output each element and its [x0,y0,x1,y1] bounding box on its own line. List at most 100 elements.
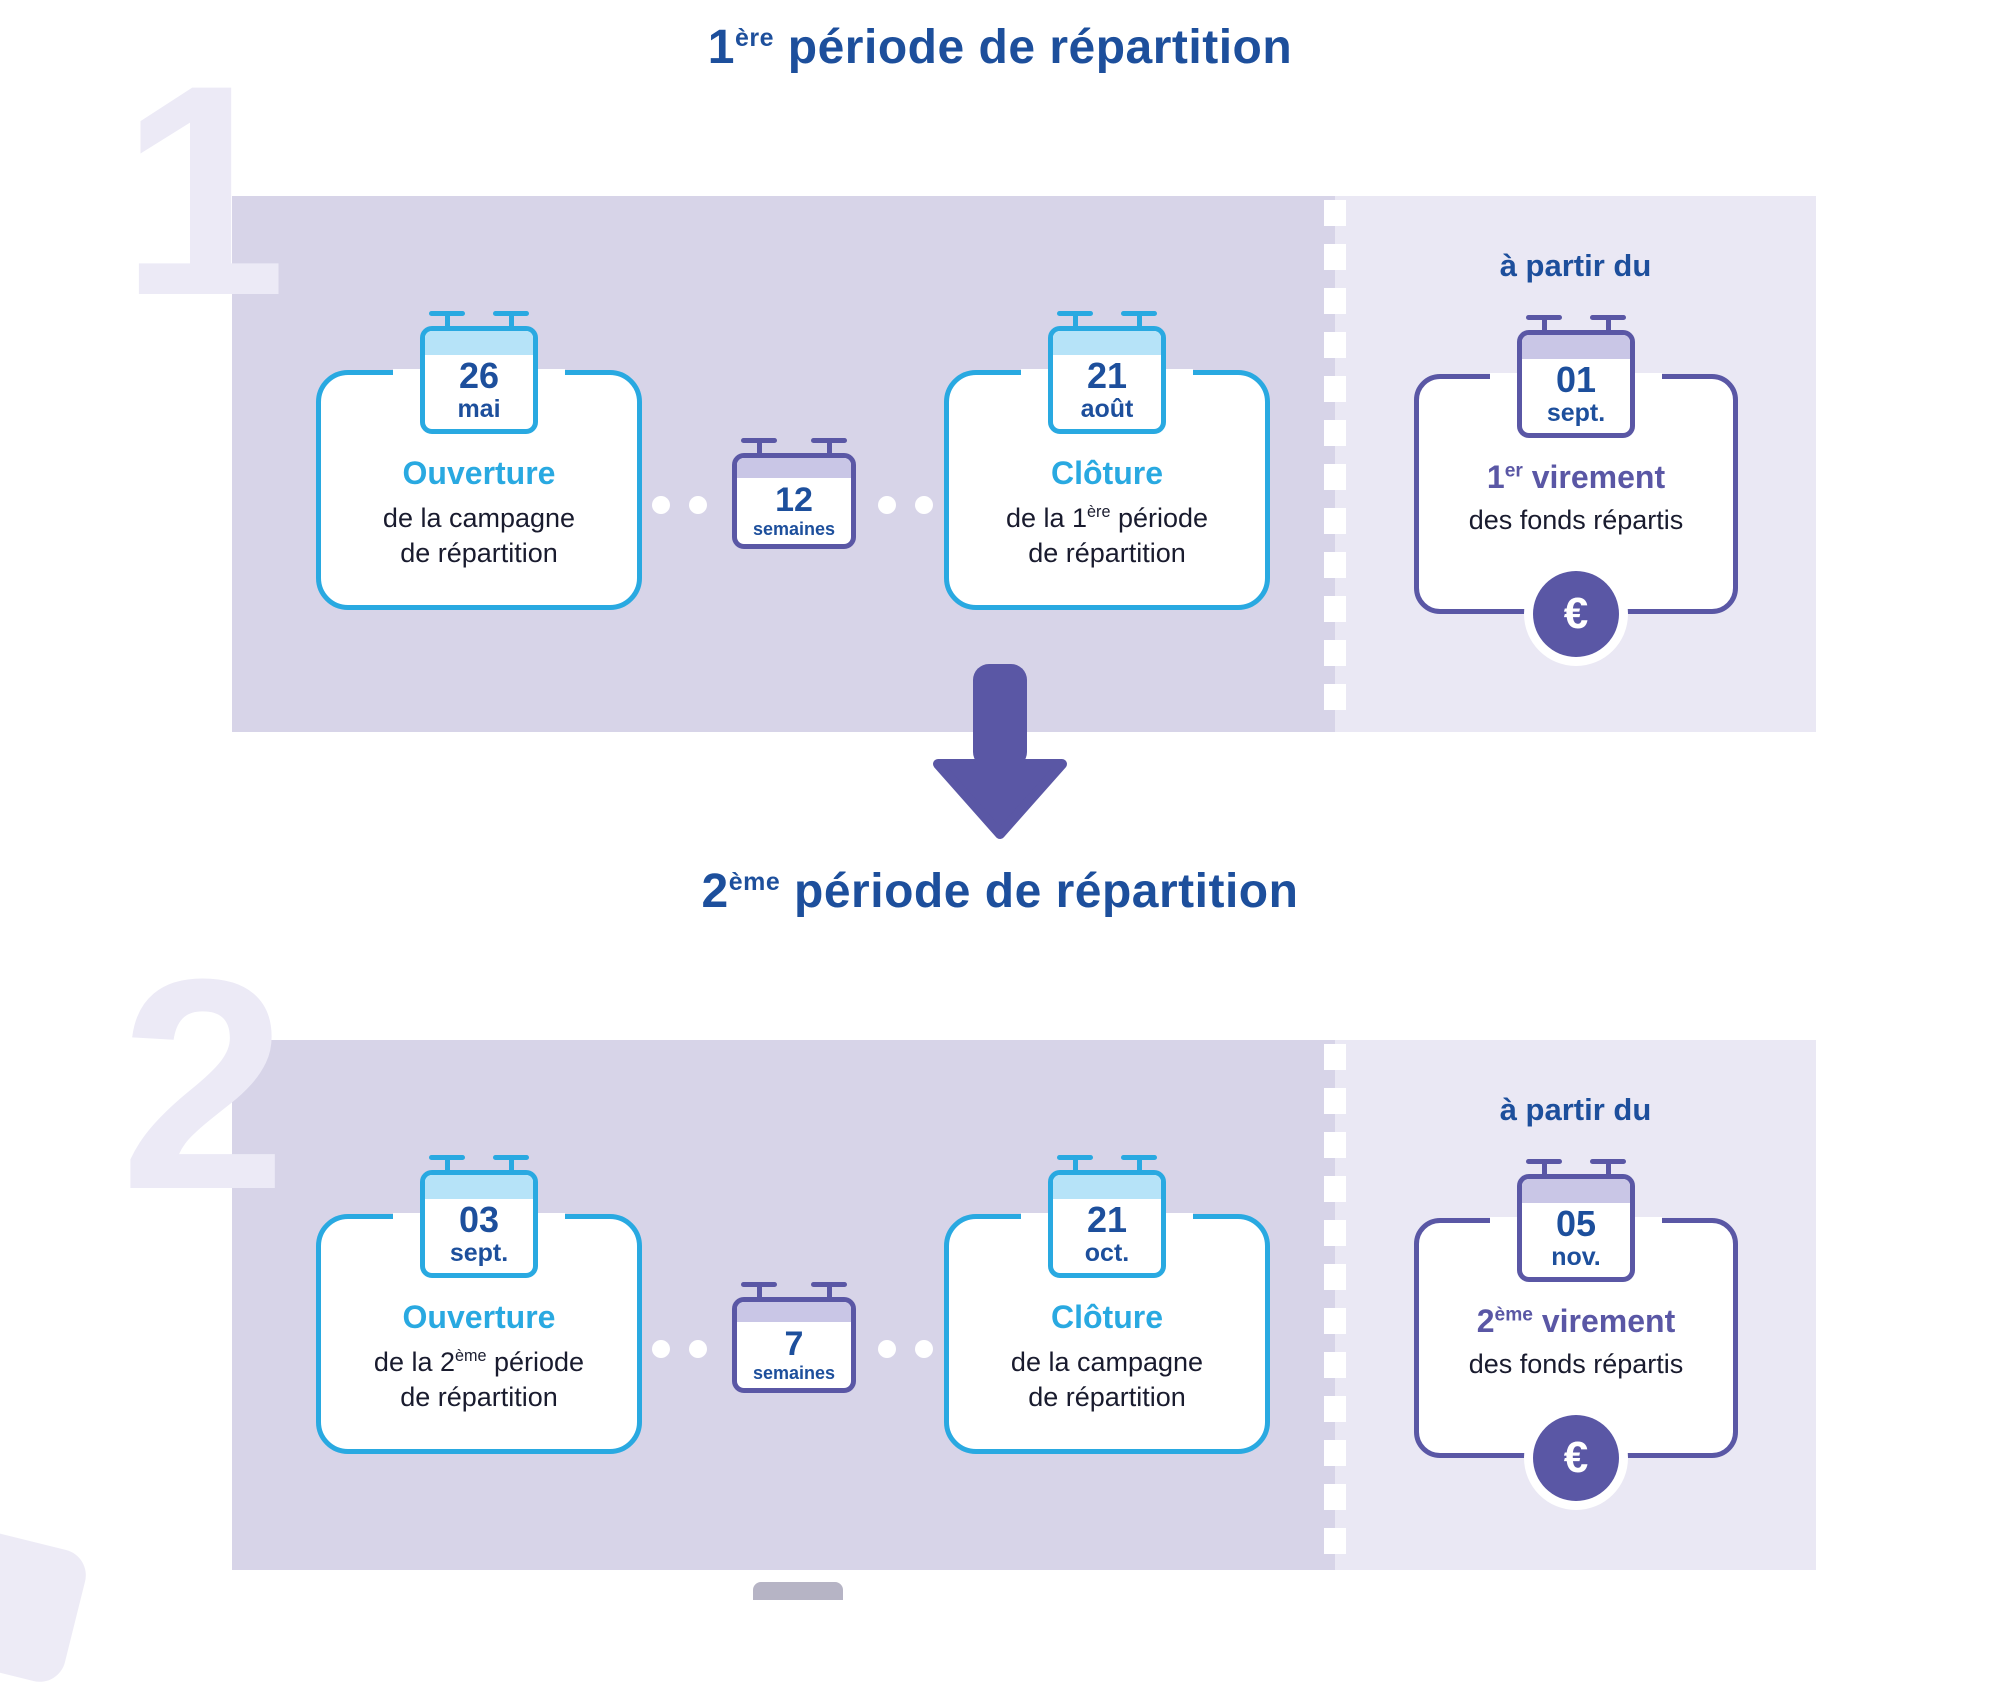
calendar-band [1522,335,1630,359]
calendar-band [1053,331,1161,355]
closing-description: de la campagne de répartition [949,1345,1265,1414]
period-title: 2ème période de répartition [0,864,2000,919]
closing-heading: Clôture [1051,1299,1163,1335]
euro-icon: € [1533,1415,1619,1501]
calendar-day: 21 [1086,1199,1128,1240]
infographic-canvas: { "colors": { "title_blue": "#1d4f9c", "… [0,20,2000,1687]
calendar-month: sept. [1546,398,1606,427]
calendar-day: 05 [1555,1203,1597,1244]
title-text: période de répartition [780,865,1299,918]
opening-heading: Ouverture [402,455,556,491]
payout-number: 2 [1476,1303,1495,1339]
payout-description: des fonds répartis [1468,1349,1684,1379]
opening-heading: Ouverture [402,1299,556,1335]
calendar-ring-icon [493,311,529,336]
calendar-body: 26 mai [420,326,538,434]
calendar-ring-icon [429,1155,465,1180]
description-line1: de la campagne [383,503,575,533]
opening-card-text: Ouverture de la 2ème période de répartit… [321,1299,637,1414]
payout-calendar-icon: 05 nov. [1517,1159,1635,1282]
duration-value: 12 [775,481,813,519]
calendar-day: 01 [1555,359,1597,400]
closing-description: de la 1ère période de répartition [949,501,1265,570]
title-ordinal-suffix: ère [734,24,774,52]
calendar-band [425,331,533,355]
calendar-month: nov. [1551,1242,1601,1271]
closing-heading: Clôture [1051,455,1163,491]
dashed-divider [1324,1044,1346,1566]
period-panels: 26 mai Ouverture de la campagne de répar… [232,196,1816,732]
calendar-day: 26 [458,355,500,396]
opening-description: de la 2ème période de répartition [321,1345,637,1414]
payout-calendar-icon: 01 sept. [1517,315,1635,438]
calendar-day: 03 [458,1199,500,1240]
title-number: 2 [701,865,729,918]
description-line2: de répartition [1028,1381,1186,1412]
payout-card: 01 sept. 1er virement des fonds répartis… [1414,315,1738,657]
down-arrow-icon [926,664,1074,842]
payout-card-text: 1er virement des fonds répartis [1419,459,1733,536]
title-text: période de répartition [773,21,1293,74]
description-line2: de répartition [1028,537,1186,568]
line1-ordinal-suffix: ère [1087,503,1111,521]
calendar-ring-icon [429,311,465,336]
calendar-ring-icon [1590,315,1626,340]
calendar-ring-icon [1526,1159,1562,1184]
description-line2: de répartition [400,1381,558,1412]
description-line1: de la 1ère période [1006,503,1208,533]
calendar-band [425,1175,533,1199]
duration-value: 7 [784,1325,804,1363]
calendar-ring-icon [811,1282,847,1307]
connector-dot [915,1340,933,1358]
calendar-ring-icon [741,438,777,463]
payout-heading: 1er virement [1419,459,1733,496]
euro-icon: € [1533,571,1619,657]
payout-description: des fonds répartis [1468,505,1684,535]
opening-calendar-icon: 26 mai [420,311,538,434]
calendar-body: 12 semaines [732,453,856,549]
closing-card-text: Clôture de la 1ère période de répartitio… [949,455,1265,570]
calendar-body: 01 sept. [1517,330,1635,438]
calendar-body: 03 sept. [420,1170,538,1278]
connector-dot [652,1340,670,1358]
closing-card-text: Clôture de la campagne de répartition [949,1299,1265,1414]
calendar-month: sept. [449,1238,509,1267]
period-section-1: 1ère période de répartition 1 26 mai Ouv… [0,20,2000,732]
calendar-band [737,458,851,478]
line1-pre: de la campagne [1010,1347,1204,1377]
next-arrow-stub-decoration [753,1582,843,1600]
period-panels: 03 sept. Ouverture de la 2ème période de… [232,1040,1816,1570]
calendar-ring-icon [493,1155,529,1180]
opening-card-text: Ouverture de la campagne de répartition [321,455,637,570]
payout-heading: 2ème virement [1419,1303,1733,1340]
payout-heading-text: virement [1522,459,1666,495]
duration-calendar-icon: 7 semaines [732,1282,856,1393]
calendar-month: mai [457,394,501,423]
opening-card: 03 sept. Ouverture de la 2ème période de… [316,1155,642,1454]
payout-heading-text: virement [1532,1303,1676,1339]
line1-pre: de la 2 [373,1347,455,1377]
closing-calendar-icon: 21 août [1048,311,1166,434]
description-line1: de la campagne [1011,1347,1203,1377]
line1-post: période [486,1347,585,1377]
title-ordinal-suffix: ème [728,868,781,896]
calendar-body: 21 août [1048,326,1166,434]
line1-pre: de la campagne [382,503,576,533]
calendar-month: oct. [1084,1238,1130,1267]
title-number: 1 [707,21,735,74]
calendar-body: 21 oct. [1048,1170,1166,1278]
line1-ordinal-suffix: ème [455,1347,487,1365]
calendar-ring-icon [1590,1159,1626,1184]
period-section-2: 2ème période de répartition 2 03 sept. O… [0,848,2000,1600]
calendar-band [737,1302,851,1322]
payout-intro-label: à partir du [1499,1092,1652,1127]
period-title: 1ère période de répartition [0,20,2000,75]
duration-calendar-icon: 12 semaines [732,438,856,549]
calendar-ring-icon [1526,315,1562,340]
connector-dot [878,1340,896,1358]
line1-post: période [1110,503,1209,533]
calendar-ring-icon [1057,1155,1093,1180]
calendar-band [1053,1175,1161,1199]
dashed-divider [1324,200,1346,728]
opening-description: de la campagne de répartition [321,501,637,570]
